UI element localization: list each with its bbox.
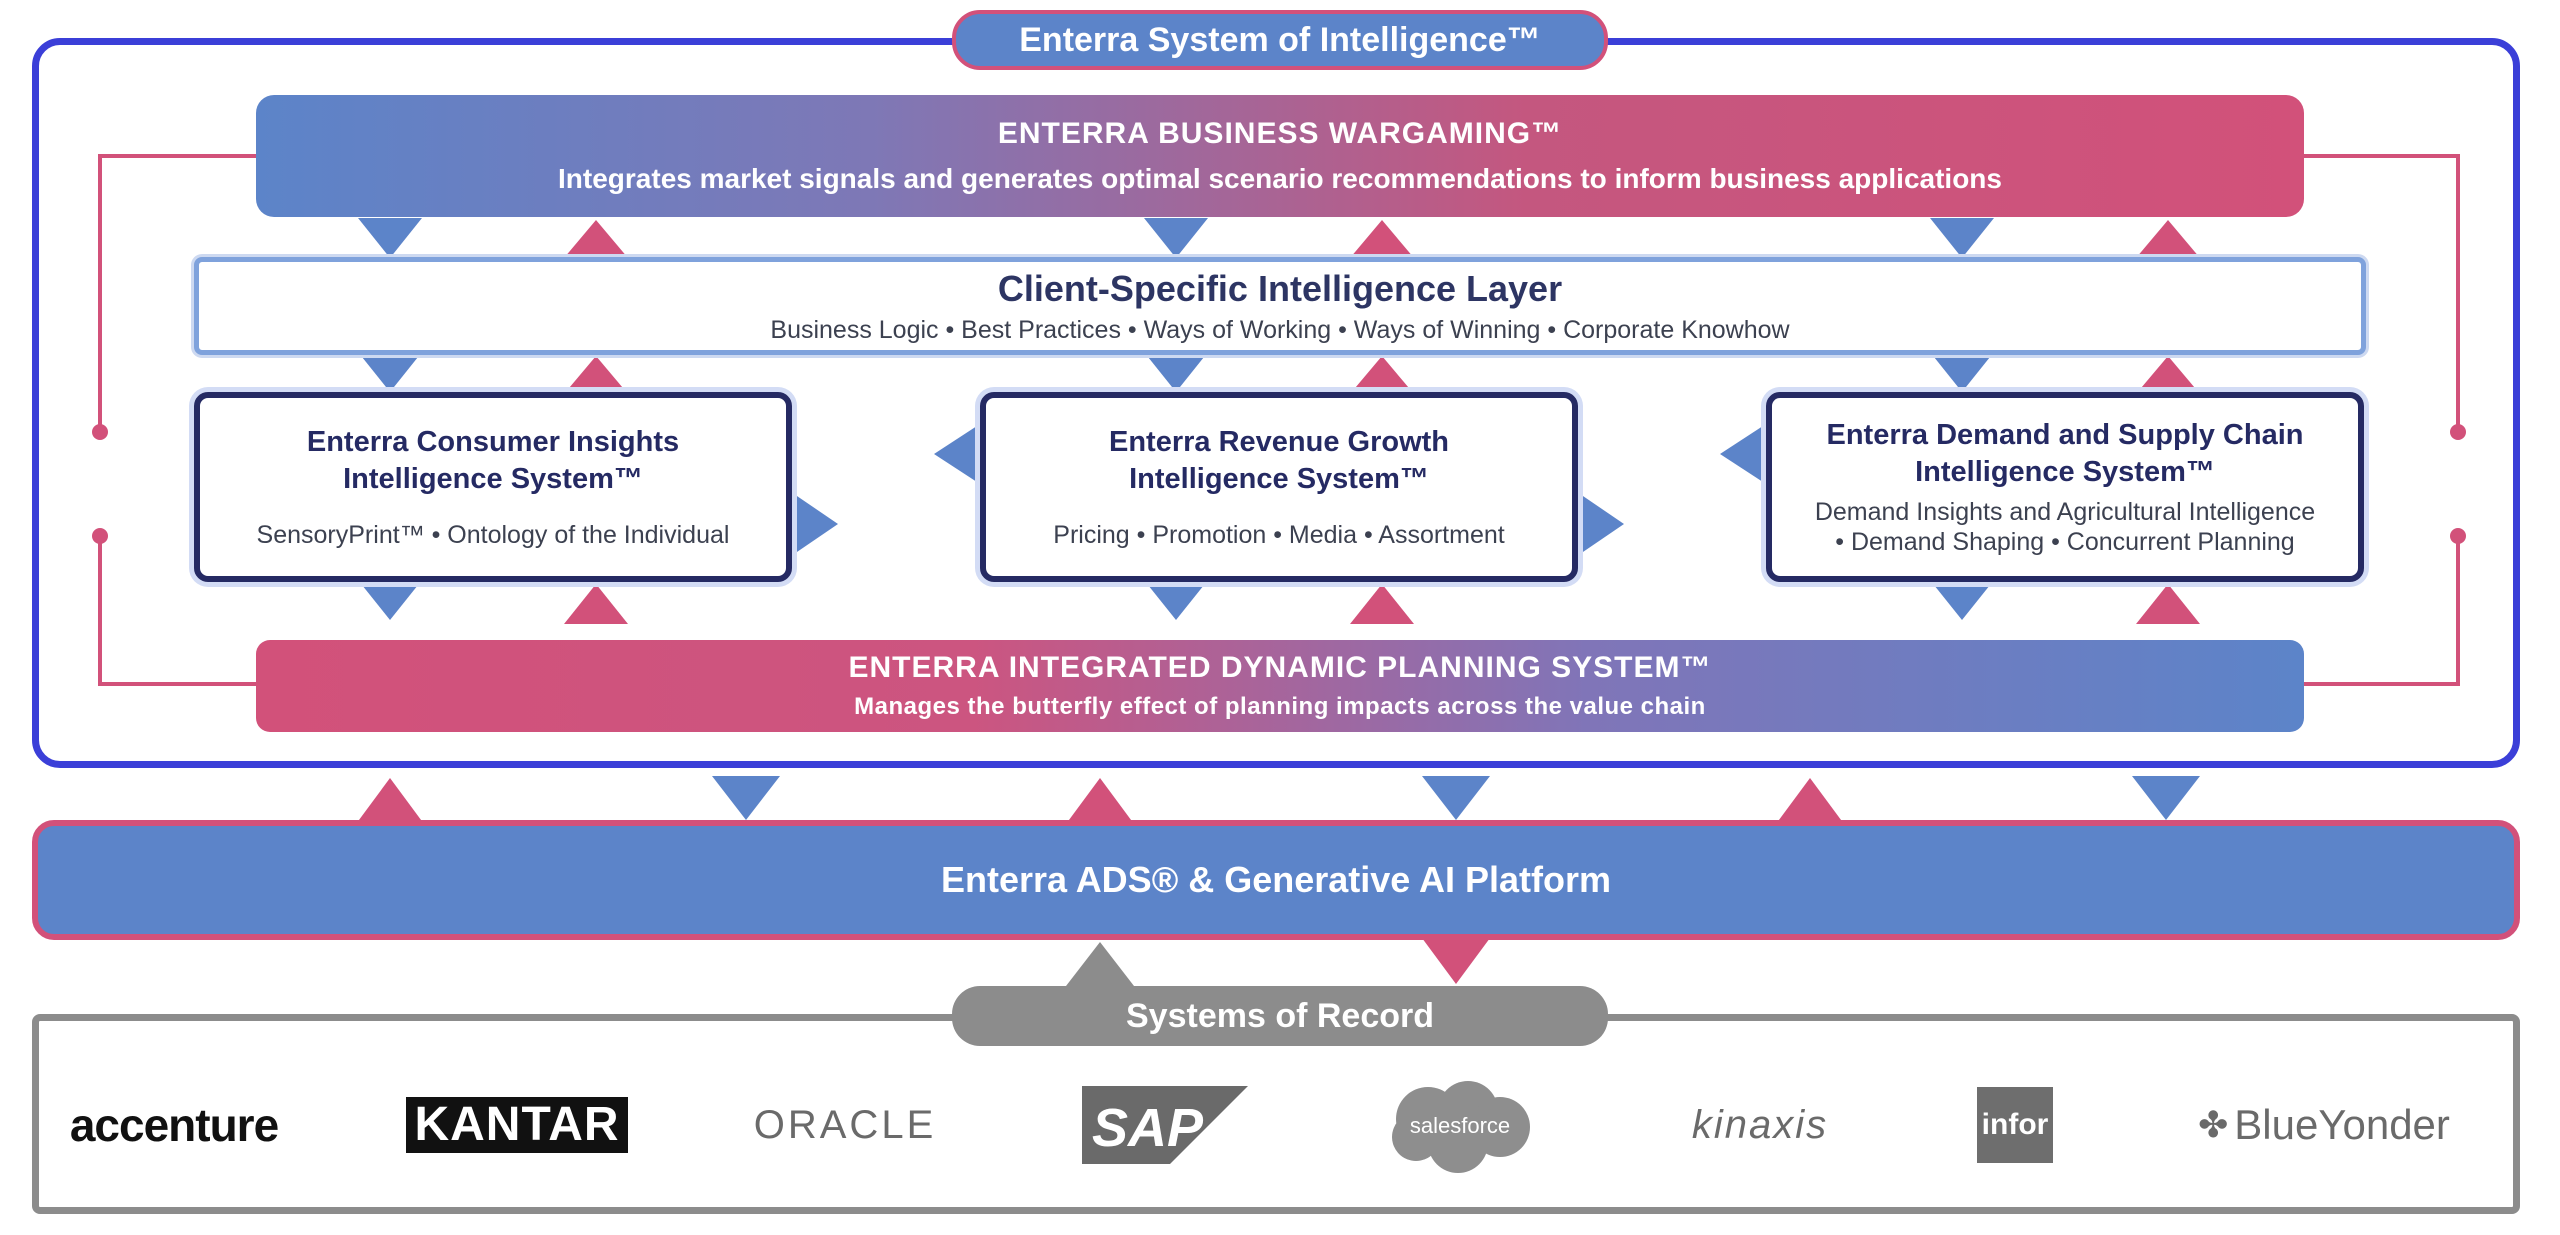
loop-dot [2450, 528, 2466, 544]
sap-logo: SAP [1080, 1080, 1250, 1170]
arrows-row-1 [358, 218, 2200, 258]
kantar-logo: KANTAR [406, 1080, 628, 1170]
system-of-intelligence-title-text: Enterra System of Intelligence™ [1019, 20, 1541, 59]
wargaming-subtitle: Integrates market signals and generates … [558, 163, 2002, 194]
arrows-platform [356, 776, 2200, 824]
left-arrow [934, 424, 980, 484]
up-arrow [2136, 220, 2200, 258]
system-title-line1: Enterra Demand and Supply Chain [1826, 419, 2304, 451]
svg-text:salesforce: salesforce [1410, 1113, 1510, 1138]
client-layer-title: Client-Specific Intelligence Layer [997, 267, 1563, 309]
arrows-row-2 [358, 352, 2200, 394]
systems-of-record-title-text: Systems of Record [1126, 996, 1434, 1035]
down-arrow [1144, 580, 1208, 620]
accenture-logo: accenture [64, 1080, 284, 1170]
revenue-growth-box: Enterra Revenue Growth Intelligence Syst… [980, 392, 1578, 582]
up-arrow [564, 356, 628, 394]
loop-dot [92, 528, 108, 544]
down-arrow [1930, 580, 1994, 620]
down-arrow [1144, 352, 1208, 392]
dynamic-planning-bar: ENTERRA INTEGRATED DYNAMIC PLANNING SYST… [256, 640, 2304, 732]
up-arrow [1350, 220, 1414, 258]
down-arrow [1422, 776, 1490, 820]
arrows-row-3 [358, 580, 2200, 624]
client-intelligence-layer: Client-Specific Intelligence Layer Busin… [194, 257, 2366, 355]
systems-of-record-title: Systems of Record [952, 986, 1608, 1046]
up-arrow [2136, 584, 2200, 624]
system-of-intelligence-title: Enterra System of Intelligence™ [952, 10, 1608, 70]
down-arrow [358, 218, 422, 258]
system-detail-line2: • Demand Shaping • Concurrent Planning [1835, 528, 2295, 556]
business-wargaming-bar: ENTERRA BUSINESS WARGAMING™ Integrates m… [256, 95, 2304, 217]
down-arrow [358, 580, 422, 620]
sap-logo-shape: SAP [1082, 1086, 1248, 1164]
ads-platform-bar [32, 820, 2520, 940]
down-arrow [1422, 938, 1490, 984]
kinaxis-logo-text: kinaxis [1691, 1102, 1829, 1147]
svg-text:SAP: SAP [1092, 1098, 1204, 1158]
up-arrow [356, 778, 424, 824]
up-arrow [1350, 584, 1414, 624]
down-arrow [358, 352, 422, 392]
loop-dot [2450, 424, 2466, 440]
kantar-logo-text: KANTAR [406, 1097, 628, 1153]
up-arrow [1350, 356, 1414, 394]
left-feedback-loop [98, 154, 2460, 686]
left-arrow [1720, 424, 1766, 484]
loop-dot [92, 424, 108, 440]
planning-title: ENTERRA INTEGRATED DYNAMIC PLANNING SYST… [848, 651, 1712, 684]
ads-platform-label: Enterra ADS® & Generative AI Platform [940, 859, 1612, 900]
down-arrow [1144, 218, 1208, 258]
system-detail-line1: Demand Insights and Agricultural Intelli… [1814, 498, 2316, 526]
system-title-line1: Enterra Consumer Insights [306, 426, 680, 458]
demand-supply-chain-box: Enterra Demand and Supply Chain Intellig… [1766, 392, 2364, 582]
down-arrow [1930, 218, 1994, 258]
down-arrow [1930, 352, 1994, 392]
salesforce-cloud-shape: salesforce [1392, 1081, 1530, 1173]
up-arrow [2136, 356, 2200, 394]
blueyonder-logo-text: BlueYonder [2234, 1101, 2450, 1148]
up-arrow [1066, 942, 1134, 986]
system-detail-line1: Pricing • Promotion • Media • Assortment [1053, 521, 1505, 549]
planning-subtitle: Manages the butterfly effect of planning… [854, 693, 1706, 720]
oracle-logo: ORACLE [740, 1080, 950, 1170]
system-title-line2: Intelligence System™ [1915, 456, 2215, 488]
system-title-line2: Intelligence System™ [343, 463, 643, 495]
system-title-line2: Intelligence System™ [1129, 463, 1429, 495]
right-arrow [794, 494, 838, 554]
wargaming-title: ENTERRA BUSINESS WARGAMING™ [997, 117, 1563, 150]
arrows-horizontal [794, 424, 1766, 554]
up-arrow [1776, 778, 1844, 824]
client-layer-subtitle: Business Logic • Best Practices • Ways o… [770, 315, 1790, 344]
right-arrow [1580, 494, 1624, 554]
system-detail-line1: SensoryPrint™ • Ontology of the Individu… [256, 521, 730, 549]
arrows-record [1066, 938, 1490, 986]
down-arrow [712, 776, 780, 820]
up-arrow [564, 220, 628, 258]
system-title-line1: Enterra Revenue Growth [1108, 426, 1450, 458]
down-arrow [2132, 776, 2200, 820]
up-arrow [1066, 778, 1134, 824]
blueyonder-logo: ✤ BlueYonder [2186, 1080, 2462, 1170]
kinaxis-logo: kinaxis [1670, 1080, 1850, 1170]
consumer-insights-box: Enterra Consumer Insights Intelligence S… [194, 392, 792, 582]
infor-logo: infor [1977, 1080, 2053, 1170]
accenture-logo-text: accenture [69, 1099, 279, 1151]
up-arrow [564, 584, 628, 624]
blueyonder-mark-icon: ✤ [2198, 1104, 2229, 1145]
oracle-logo-text: ORACLE [753, 1102, 937, 1147]
salesforce-logo: salesforce [1380, 1080, 1540, 1173]
infor-logo-text: infor [1977, 1087, 2053, 1163]
